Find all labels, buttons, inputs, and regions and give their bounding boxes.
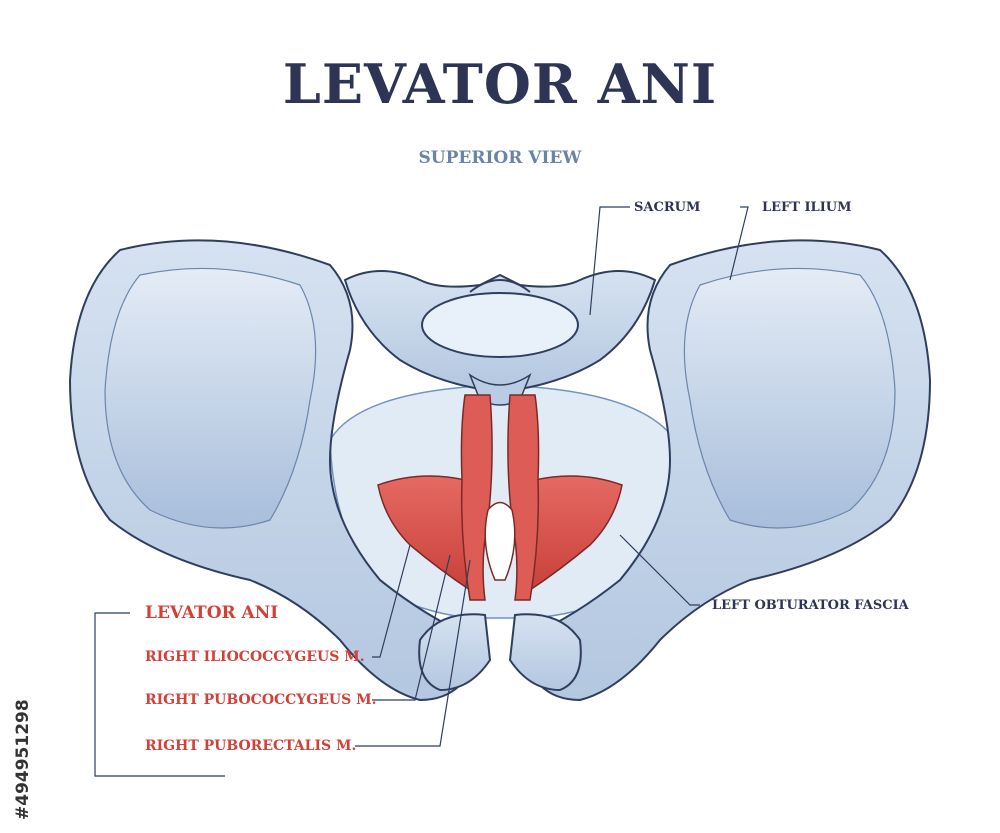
sacrum-label: SACRUM — [634, 200, 701, 215]
stock-id-vertical: #494951298 — [13, 699, 33, 820]
right-pubococcygeus-label: RIGHT PUBOCOCCYGEUS M. — [145, 692, 377, 708]
puborectalis-leader — [355, 559, 471, 747]
left-iliac-fossa — [683, 267, 896, 529]
left-ilium-label: LEFT ILIUM — [762, 200, 852, 215]
right-iliococcygeus-label: RIGHT ILIOCOCCYGEUS M. — [145, 649, 365, 665]
levator-ani-label: LEVATOR ANI — [145, 603, 279, 623]
sacrum-leader — [589, 206, 630, 316]
levator-bracket — [94, 612, 225, 777]
pubic-rami — [418, 613, 582, 692]
page-title: LEVATOR ANI — [282, 52, 718, 116]
sacral-promontory — [469, 279, 531, 293]
left-iliococcygeus-muscle — [529, 475, 623, 592]
puborectalis-sling — [484, 501, 516, 581]
right-puborectalis-label: RIGHT PUBORECTALIS M. — [145, 738, 357, 754]
stock-id-text: #494951298 — [13, 699, 33, 820]
right-pubococcygeus-muscle — [460, 394, 493, 601]
left-pubococcygeus-muscle — [507, 394, 540, 601]
left-obturator-fascia-label: LEFT OBTURATOR FASCIA — [712, 598, 909, 613]
iliococcygeus-leader — [372, 544, 411, 658]
right-iliococcygeus-muscle — [377, 475, 471, 592]
obturator-fascia-leader — [619, 534, 700, 606]
left-ilium-leader — [729, 206, 749, 281]
pubococcygeus-leader — [372, 554, 451, 701]
page-subtitle: SUPERIOR VIEW — [418, 148, 582, 168]
right-iliac-fossa — [104, 267, 317, 529]
sacral-body — [421, 292, 579, 358]
